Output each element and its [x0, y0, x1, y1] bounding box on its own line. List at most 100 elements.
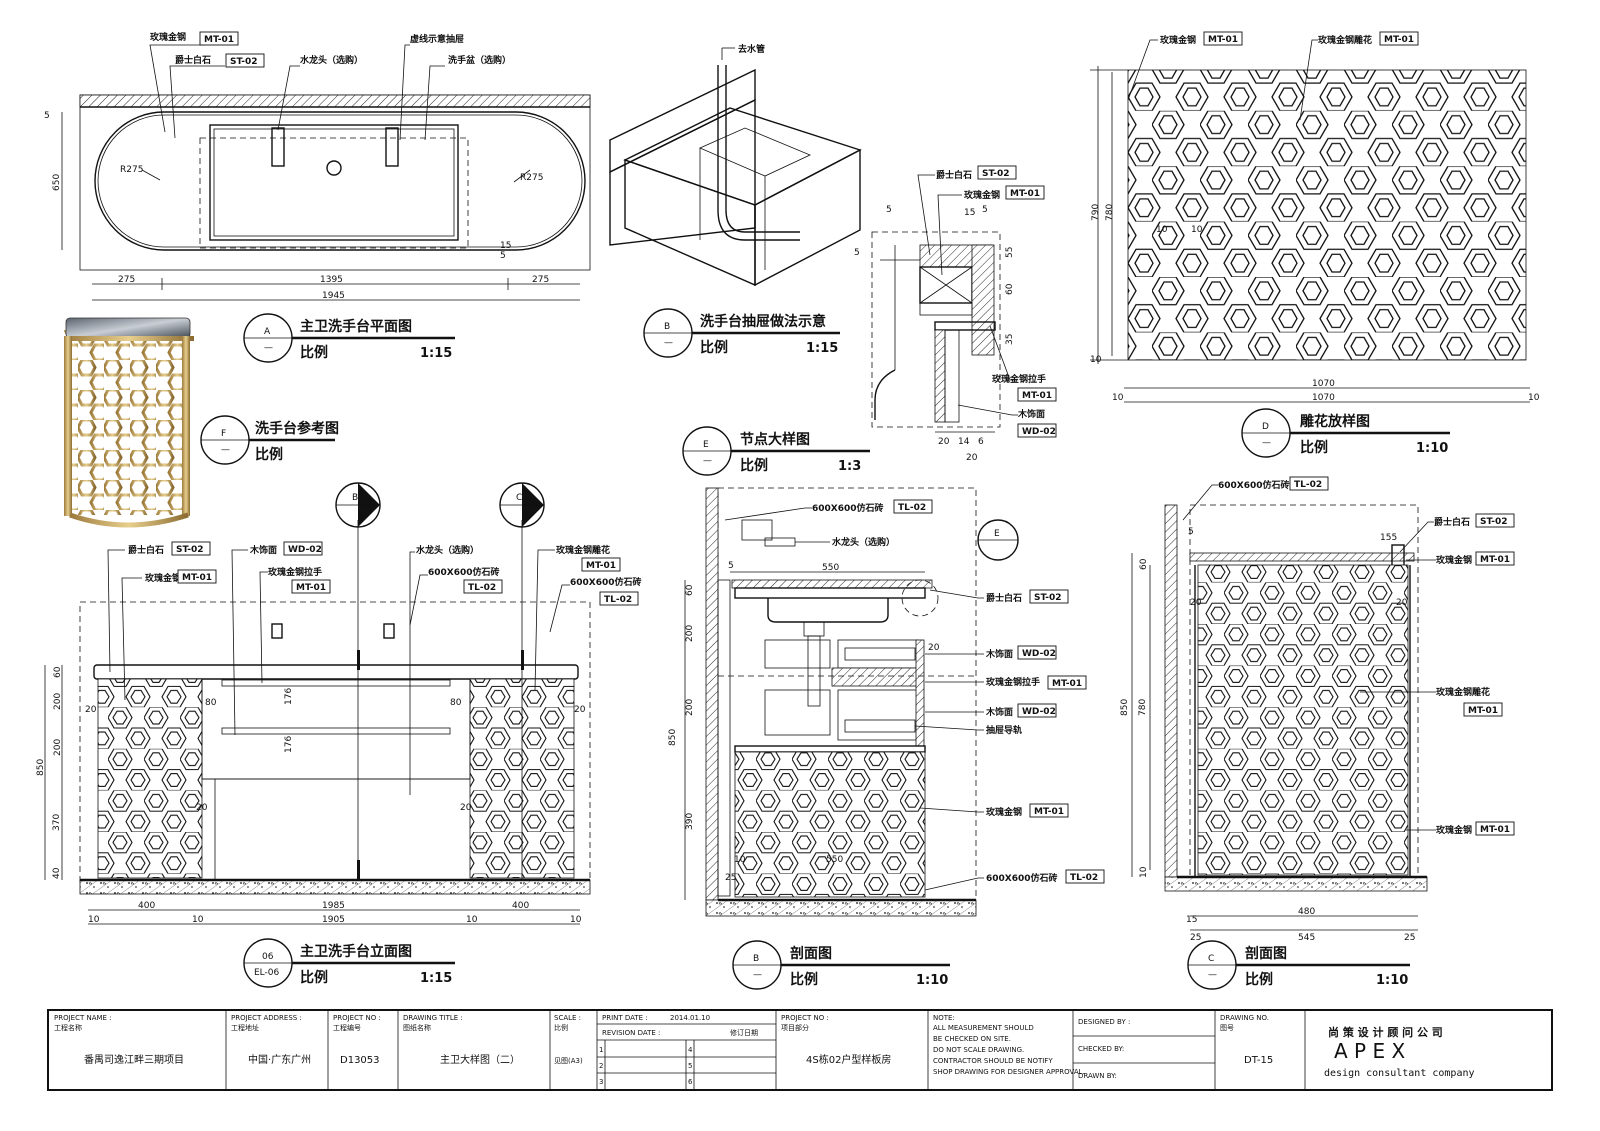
- tb-scale-value: 见图(A3): [554, 1057, 583, 1065]
- dim-5: 5: [728, 561, 734, 571]
- label-tile2: 600X600仿石砖: [570, 576, 642, 588]
- code-mt01b: MT-01: [1034, 807, 1064, 817]
- code-mt01: MT-01: [1480, 555, 1510, 565]
- tb-designed-label: DESIGNED BY :: [1078, 1018, 1130, 1026]
- tb-address-label: PROJECT ADDRESS :: [231, 1014, 302, 1022]
- dim-20d: 20: [574, 705, 586, 715]
- code-st02: ST-02: [982, 169, 1010, 179]
- tb-drawing-title: 主卫大样图（二）: [440, 1053, 520, 1066]
- code-tl02: TL-02: [468, 583, 496, 593]
- dim-200: 200: [53, 693, 63, 710]
- dim-780: 780: [1105, 204, 1115, 221]
- label-tile: 600X600仿石砖: [812, 502, 884, 514]
- scale-value: 1:10: [1376, 973, 1408, 988]
- title-block: PROJECT NAME : 工程名称 番禺司逸江畔三期项目 PROJECT A…: [47, 1009, 1553, 1091]
- dim-400a: 400: [138, 901, 155, 911]
- drawing-b-drawer-iso: 去水管 B — 洗手台抽屉做法示意 比例 1:15: [609, 43, 862, 358]
- label-rose-gold: 玫瑰金钢: [964, 189, 1000, 201]
- label-rose-gold: 玫瑰金钢: [1160, 34, 1196, 46]
- wall-hatch: [79, 94, 591, 108]
- code-wd02: WD-02: [288, 545, 322, 555]
- label-carving: 玫瑰金钢雕花: [1318, 34, 1372, 46]
- dim-35: 35: [1005, 334, 1015, 345]
- dim-20b: 20: [1396, 598, 1408, 608]
- drawing-b-section: 60 200 200 850 390 5 550 20 10 25 550 E …: [668, 487, 1105, 990]
- drawing-e-node-detail: 5 15 5 5 55 60 35 20 14 6 20 爵士白石 ST-02 …: [682, 165, 1057, 476]
- dim-15: 15: [964, 208, 975, 218]
- dim-176a: 176: [284, 688, 294, 705]
- drawing-title: 节点大样图: [740, 431, 810, 448]
- tb-project-name-cn: 工程名称: [54, 1023, 82, 1032]
- dim-550b: 550: [826, 855, 843, 865]
- drawing-id: 06: [262, 952, 274, 962]
- tb-project-name-label: PROJECT NAME :: [54, 1014, 112, 1022]
- carving-panel-c: [1197, 564, 1409, 876]
- dim-10e: 10: [1528, 393, 1540, 403]
- drawing-title: 雕花放样图: [1300, 413, 1370, 430]
- label-jazz-white: 爵士白石: [175, 54, 211, 66]
- dim-r275-right: R275: [520, 173, 543, 183]
- code-mt01: MT-01: [1208, 35, 1238, 45]
- code-wd02: WD-02: [1022, 649, 1056, 659]
- scale-label: 比例: [300, 344, 328, 361]
- tb-company-cn: 尚 策 设 计 顾 问 公 司: [1328, 1025, 1443, 1039]
- marker-c-text: C: [516, 493, 522, 503]
- dim-1070a: 1070: [1312, 379, 1335, 389]
- tb-drawing-title-label: DRAWING TITLE :: [403, 1014, 463, 1022]
- drawing-title: 主卫洗手台立面图: [300, 943, 412, 960]
- scale-label: 比例: [790, 971, 818, 988]
- code-mt01: MT-01: [1010, 189, 1040, 199]
- scale-value: 1:10: [1416, 441, 1448, 456]
- dim-25b: 25: [1404, 933, 1415, 943]
- tb-rev-2: 2: [599, 1062, 603, 1070]
- tb-note-2: BE CHECKED ON SITE.: [933, 1035, 1011, 1043]
- tb-note-1: ALL MEASUREMENT SHOULD: [933, 1024, 1034, 1032]
- dim-5: 5: [44, 111, 50, 121]
- tb-drawing-no: DT-15: [1244, 1055, 1273, 1066]
- drawing-c-section: 60 850 780 10 5 155 20 20 15 480 25 545 …: [1120, 476, 1515, 990]
- drawing-id: D: [1262, 422, 1269, 432]
- label-handle: 玫瑰金钢拉手: [992, 373, 1046, 385]
- dim-10: 10: [734, 855, 746, 865]
- tb-note-5: SHOP DRAWING FOR DESIGNER APPROVAL.: [933, 1068, 1085, 1076]
- carving-left: [97, 678, 203, 879]
- scale-value: 1:10: [916, 973, 948, 988]
- label-rail: 抽屉导轨: [986, 724, 1022, 736]
- drawing-title: 剖面图: [1245, 945, 1287, 962]
- drawing-sub: —: [664, 338, 673, 348]
- drawing-06-elevation: B C 60 200 200 850 370 40 20 80 176 80 1…: [36, 482, 642, 988]
- code-mt01c: MT-01: [1480, 825, 1510, 835]
- label-tile: 600X600仿石砖: [428, 566, 500, 578]
- dim-5b: 5: [500, 251, 506, 261]
- scale-value: 1:15: [420, 346, 452, 361]
- dim-480: 480: [1298, 907, 1315, 917]
- label-tile2: 600X600仿石砖: [986, 872, 1058, 884]
- drawing-a-plan: R275 R275 650 5 15 5 275 1395 275 1945 玫…: [44, 31, 591, 363]
- label-carving: 玫瑰金钢雕花: [556, 544, 610, 556]
- tb-scale-label: SCALE :: [554, 1014, 581, 1022]
- dim-5: 5: [1188, 527, 1194, 537]
- label-jazz-white: 爵士白石: [128, 544, 164, 556]
- counter-outline: [94, 111, 586, 251]
- tb-project-no: D13053: [340, 1055, 380, 1066]
- dim-780: 780: [1138, 699, 1148, 716]
- scale-label: 比例: [255, 446, 283, 463]
- code-tl02: TL-02: [898, 503, 926, 513]
- dim-6: 6: [978, 437, 984, 447]
- code-mt01b: MT-01: [296, 583, 326, 593]
- dim-790: 790: [1091, 204, 1101, 221]
- dim-15: 15: [500, 241, 511, 251]
- drawing-sub: —: [1262, 438, 1271, 448]
- label-rose-gold: 玫瑰金钢: [1436, 554, 1472, 566]
- tb-part-label: PROJECT NO :: [781, 1014, 829, 1022]
- tb-note-4: CONTRACTOR SHOULD BE NOTIFY: [933, 1057, 1053, 1065]
- tb-project-name: 番禺司逸江畔三期项目: [84, 1053, 184, 1066]
- code-st02: ST-02: [230, 57, 258, 67]
- dim-20b: 20: [966, 453, 978, 463]
- code-mt01c: MT-01: [586, 561, 616, 571]
- dim-390: 390: [685, 813, 695, 830]
- code-tl02: TL-02: [1294, 480, 1322, 490]
- code-wd02b: WD-02: [1022, 707, 1056, 717]
- floor-slab: [79, 879, 591, 895]
